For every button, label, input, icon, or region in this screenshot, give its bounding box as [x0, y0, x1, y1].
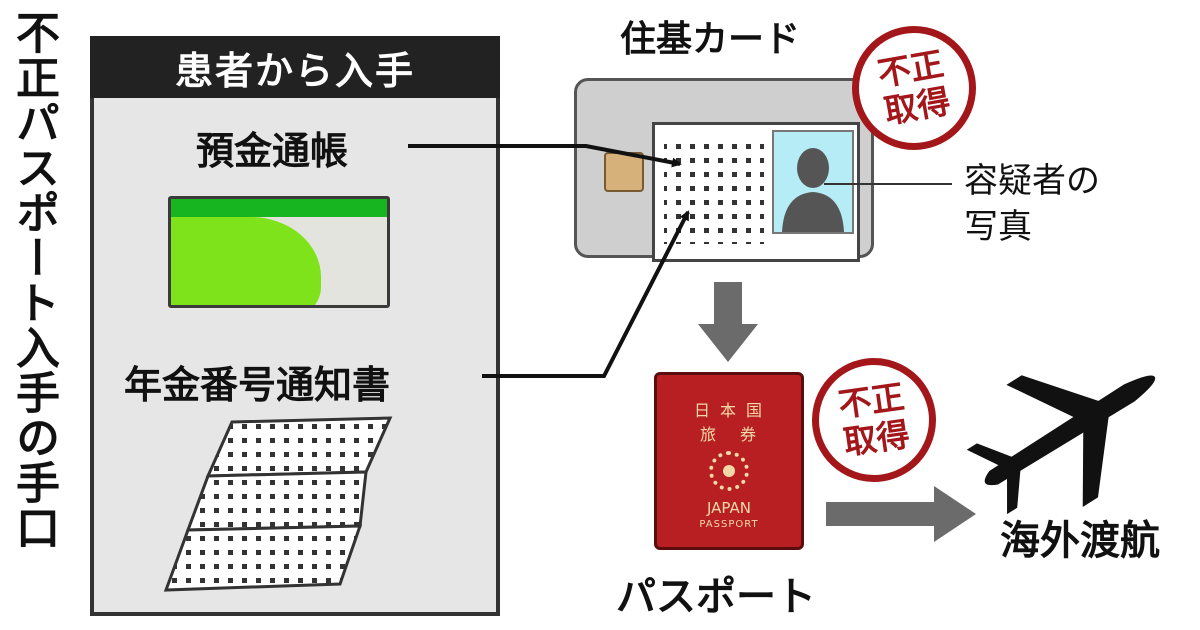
vertical-title: 不正パスポート入手の手口 [8, 10, 59, 550]
arrow-down-icon [698, 282, 758, 362]
passport-cover-line3: JAPAN [707, 499, 751, 517]
passport-cover-line2: 旅券 [699, 425, 780, 444]
arrow-right-icon [826, 486, 976, 542]
passport-icon: 日本国 旅券 JAPAN PASSPORT [654, 372, 804, 550]
pension-notice-label: 年金番号通知書 [124, 363, 391, 407]
stamp2-line2: 取得 [841, 414, 912, 463]
bank-book-icon [168, 196, 390, 308]
pension-notice-icon [163, 416, 393, 592]
chrysanthemum-icon [709, 451, 749, 491]
passport-cover-line4: PASSPORT [699, 519, 759, 530]
bank-book-label: 預金通帳 [196, 129, 349, 173]
arrow-pension-to-card [482, 210, 690, 378]
suspect-photo-icon [772, 130, 854, 234]
panel-title: 患者から入手 [90, 36, 500, 98]
passport-cover-line1: 日本国 [693, 401, 772, 420]
photo-label: 容疑者の 写真 [964, 158, 1100, 250]
arrow-bank-to-card [408, 144, 682, 168]
photo-label-line1: 容疑者の [964, 161, 1100, 201]
airplane-icon [966, 375, 1156, 515]
travel-label: 海外渡航 [1000, 518, 1160, 564]
passport-label: パスポート [616, 574, 816, 620]
photo-label-line2: 写真 [964, 207, 1032, 247]
card-label: 住基カード [620, 19, 801, 60]
